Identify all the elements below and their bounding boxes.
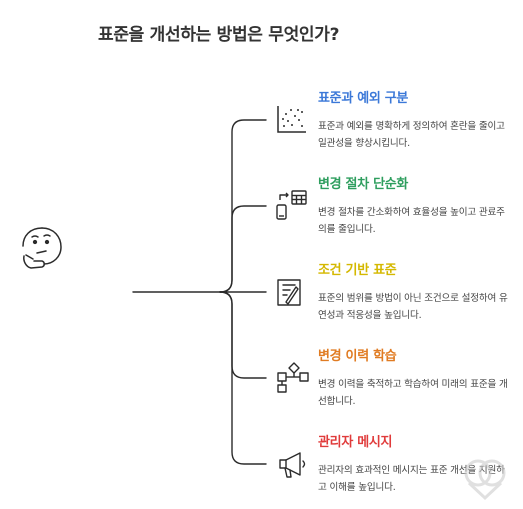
thinking-face-icon [22,227,62,269]
item-description-2: 변경 절차를 간소화하여 효율성을 높이고 관료주의를 줄입니다. [318,207,505,235]
scatter-plot-icon [277,106,306,133]
checklist-icon [277,279,301,306]
mobile-calculator-icon [276,190,307,220]
flowchart-icon [277,362,309,393]
item-description-3: 표준의 범위를 방법이 아닌 조건으로 설정하여 유연성과 적응성을 높입니다. [318,293,508,321]
item-title-4: 변경 이력 학습 [318,349,397,364]
item-title-3: 조건 기반 표준 [318,263,397,278]
item-description-1: 표준과 예외를 명확하게 정의하여 혼란을 줄이고 일관성을 향상시킵니다. [318,121,505,149]
branch-5 [219,291,267,465]
watermark-logo-icon [464,459,506,501]
megaphone-icon [279,452,306,478]
page-title: 표준을 개선하는 방법은 무엇인가? [98,25,340,45]
branch-2 [219,205,267,293]
branch-4 [219,291,267,379]
item-description-5: 관리자의 효과적인 메시지는 표준 개선을 지원하고 이해를 높입니다. [318,465,505,493]
item-title-5: 관리자 메시지 [318,435,393,450]
item-title-2: 변경 절차 단순화 [318,177,409,192]
connector-lines [132,119,267,465]
item-description-4: 변경 이력을 축적하고 학습하여 미래의 표준을 개선합니다. [318,379,508,407]
item-title-1: 표준과 예외 구분 [318,91,409,106]
